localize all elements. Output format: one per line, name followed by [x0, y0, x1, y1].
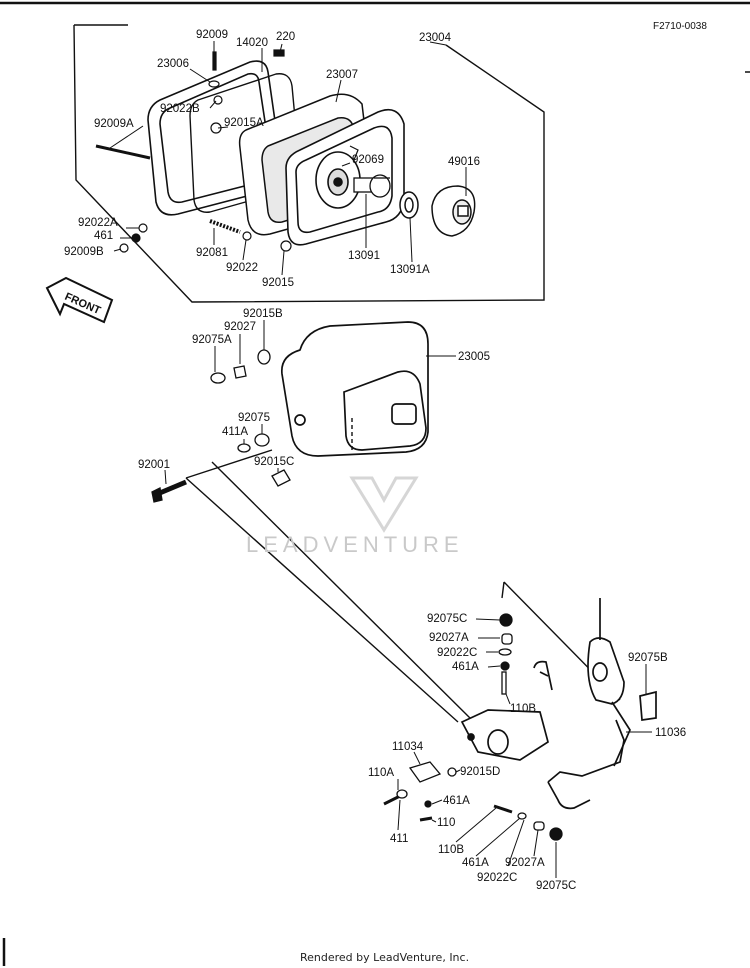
label-92069: 92069: [352, 154, 384, 166]
label-411a: 411A: [222, 426, 248, 438]
label-110b-top: 110B: [510, 703, 536, 715]
leader-lines: [109, 41, 652, 878]
label-110: 110: [437, 817, 455, 829]
bulb-ring: [399, 191, 419, 219]
headlight-case: [280, 321, 429, 457]
label-92022b: 92022B: [160, 103, 200, 115]
label-461a-top: 461A: [452, 661, 479, 673]
label-92027: 92027: [224, 321, 256, 333]
dust-cover: [431, 185, 476, 237]
label-13091a: 13091A: [390, 264, 430, 276]
label-11036: 11036: [655, 727, 686, 739]
label-49016: 49016: [448, 156, 480, 168]
label-92075a: 92075A: [192, 334, 232, 346]
label-92001: 92001: [138, 459, 170, 471]
label-92075c-bot: 92075C: [536, 880, 576, 892]
label-461a-mid: 461A: [443, 795, 470, 807]
header-rule: [0, 1, 750, 73]
label-92075: 92075: [238, 412, 270, 424]
label-92022a: 92022A: [78, 217, 118, 229]
label-92027a-bot: 92027A: [505, 857, 545, 869]
label-92027a-top: 92027A: [429, 632, 469, 644]
label-92009a: 92009A: [94, 118, 134, 130]
label-92075b: 92075B: [628, 652, 668, 664]
label-92022c-bot: 92022C: [477, 872, 517, 884]
bracket-guide-lines: [185, 418, 621, 723]
label-110b-bot: 110B: [438, 844, 464, 856]
label-11034: 11034: [392, 741, 424, 753]
label-92022c-top: 92022C: [437, 647, 477, 659]
label-92022: 92022: [226, 262, 258, 274]
label-92075c-top: 92075C: [427, 613, 467, 625]
svg-text:LEADVENTURE: LEADVENTURE: [246, 532, 464, 557]
label-92009: 92009: [196, 29, 228, 41]
label-23005: 23005: [458, 351, 490, 363]
part-labels: 92009 14020 220 23004 23006 23007 92022B…: [64, 29, 686, 892]
label-92015d: 92015D: [460, 766, 500, 778]
bracket-small-parts: [383, 613, 563, 841]
label-461: 461: [94, 230, 113, 242]
reflector-housing: [285, 108, 405, 246]
label-110a: 110A: [368, 767, 394, 779]
watermark: LEADVENTURE: [246, 476, 464, 557]
assembly-frame: [73, 24, 545, 303]
label-14020: 14020: [236, 37, 268, 49]
label-92015b: 92015B: [243, 308, 283, 320]
label-92015c: 92015C: [254, 456, 294, 468]
front-arrow: FRONT: [45, 276, 114, 324]
headlight-bulb: [353, 174, 391, 198]
label-461a-bot: 461A: [462, 857, 489, 869]
footer-text: Rendered by LeadVenture, Inc.: [300, 951, 469, 964]
label-13091: 13091: [348, 250, 380, 262]
label-92015: 92015: [262, 277, 294, 289]
label-23006: 23006: [157, 58, 189, 70]
case-mounting-hardware: [151, 349, 291, 503]
label-92015a: 92015A: [224, 117, 264, 129]
headlight-bracket: [460, 598, 657, 810]
label-220: 220: [276, 31, 295, 43]
label-411: 411: [390, 833, 408, 845]
diagram-code: F2710-0038: [653, 21, 707, 32]
label-92009b: 92009B: [64, 246, 104, 258]
label-92081: 92081: [196, 247, 228, 259]
label-23007: 23007: [326, 69, 358, 81]
label-23004: 23004: [419, 32, 452, 44]
assembly-small-parts: [95, 49, 359, 253]
